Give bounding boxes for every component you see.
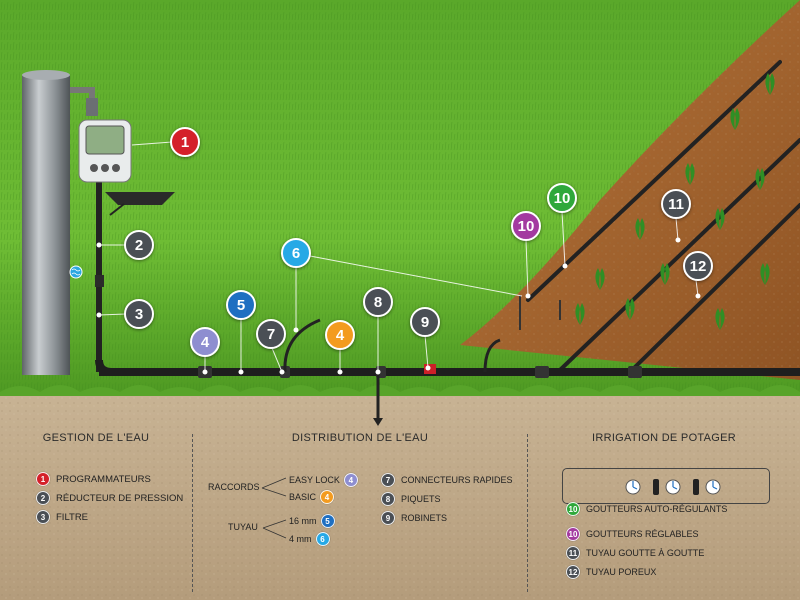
badge-10-green: 10 [566, 502, 580, 516]
badge-4-basic: 4 [320, 490, 335, 504]
callout-6: 6 [281, 238, 311, 268]
callout-8: 8 [363, 287, 393, 317]
callout-7: 7 [256, 319, 286, 349]
badge-7: 7 [381, 473, 395, 487]
callout-12: 12 [683, 251, 713, 281]
flow-rate-icons [625, 479, 721, 495]
drip-lines [526, 60, 800, 374]
water-post [22, 70, 98, 375]
callout-10-reglables: 10 [511, 211, 541, 241]
plants [575, 73, 775, 330]
filter-icon [69, 265, 83, 279]
callout-1: 1 [170, 127, 200, 157]
badge-9: 9 [381, 511, 395, 525]
bracket-lines [261, 477, 287, 539]
timer-shelf [105, 192, 175, 205]
divider-left [192, 434, 194, 592]
callout-2: 2 [124, 230, 154, 260]
badge-5: 5 [320, 514, 335, 528]
callout-9: 9 [410, 307, 440, 337]
dripper-flow-box [562, 468, 770, 504]
divider-right [527, 434, 529, 592]
callout-5: 5 [226, 290, 256, 320]
distribution-title: DISTRIBUTION DE L'EAU [291, 432, 429, 444]
callout-11: 11 [661, 189, 691, 219]
badge-2: 2 [36, 491, 50, 505]
raccords-label: RACCORDS [208, 482, 260, 492]
water-timer [78, 119, 132, 183]
badge-4-easy-lock: 4 [343, 473, 358, 487]
callout-10-auto: 10 [547, 183, 577, 213]
gestion-title: GESTION DE L'EAU [42, 432, 150, 444]
callout-3: 3 [124, 299, 154, 329]
badge-12: 12 [566, 565, 580, 579]
badge-6: 6 [315, 532, 330, 546]
leader-lines [98, 141, 699, 373]
badge-8: 8 [381, 492, 395, 506]
callout-4-basic: 4 [325, 320, 355, 350]
irrigation-title: IRRIGATION DE POTAGER [591, 432, 736, 444]
tuyau-label: TUYAU [228, 522, 258, 532]
badge-3: 3 [36, 510, 50, 524]
callout-4-easy-lock: 4 [190, 327, 220, 357]
badge-10-purple: 10 [566, 527, 580, 541]
badge-1: 1 [36, 472, 50, 486]
badge-11: 11 [566, 546, 580, 560]
